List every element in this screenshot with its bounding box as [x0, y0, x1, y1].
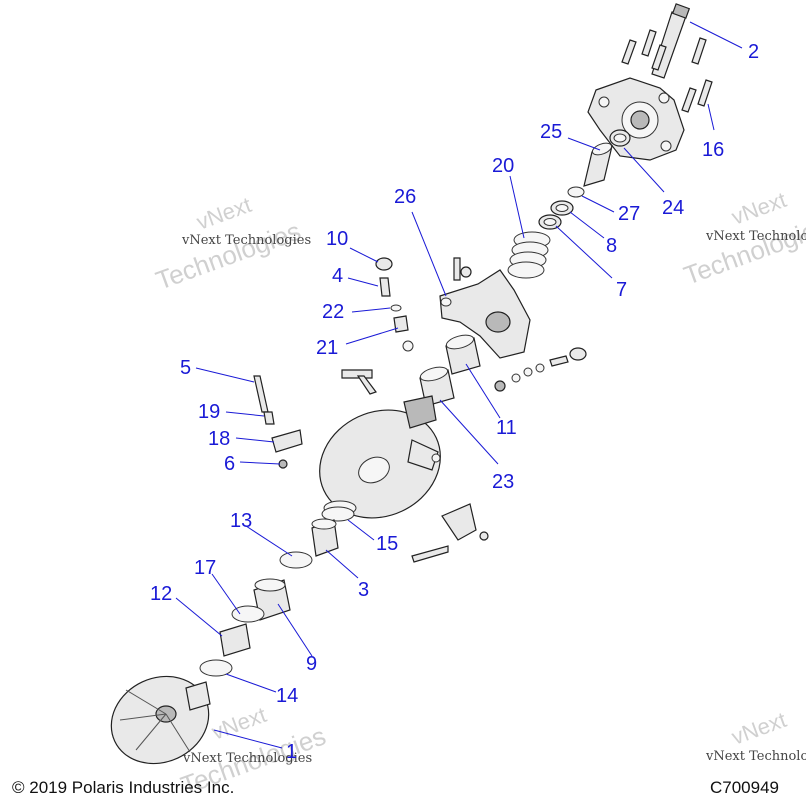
washer-part-7	[538, 214, 562, 230]
diagram-code: C700949	[710, 778, 780, 797]
ring-part-24	[609, 129, 631, 147]
callout-3: 3	[358, 579, 369, 601]
ring-part-12	[219, 623, 251, 657]
pin-part-5	[253, 375, 269, 413]
watermark-small-text: vNext Technologies	[181, 233, 311, 248]
washer-part-14	[199, 659, 233, 677]
callout-6: 6	[224, 453, 235, 475]
oring-part-27	[567, 186, 585, 198]
callout-8: 8	[606, 235, 617, 257]
roller-arm-part-26	[439, 257, 531, 359]
callout-20: 20	[492, 155, 514, 177]
watermark-left: vNext Technologies vNext Technologies	[152, 192, 311, 296]
callout-15: 15	[376, 533, 398, 555]
fixed-sheave-part-1	[110, 675, 211, 765]
callout-25: 25	[540, 121, 562, 143]
bolts-part-16	[681, 79, 713, 113]
pin-part-4	[379, 277, 391, 297]
spring-part-15	[321, 500, 357, 522]
callout-17: 17	[194, 557, 216, 579]
weight-part-18	[271, 429, 303, 453]
bushing-part-3	[311, 518, 339, 557]
watermark-large-text: Technologies	[152, 216, 305, 296]
callout-5: 5	[180, 357, 191, 379]
watermark-bottom-right: vNext vNext Technologies	[705, 707, 806, 764]
moveable-sheave	[319, 395, 441, 519]
callout-27: 27	[618, 203, 640, 225]
roller-part-19	[263, 411, 275, 425]
callout-2: 2	[748, 41, 759, 63]
bushing-part-9	[253, 578, 291, 621]
callout-4: 4	[332, 265, 343, 287]
watermark-small-text: vNext Technologies	[705, 229, 806, 244]
spring-part-20	[507, 231, 551, 279]
watermark-v-text: vNext	[208, 702, 269, 745]
watermark-v-text: vNext	[728, 707, 789, 750]
button-part-10	[375, 257, 393, 271]
callout-14: 14	[276, 685, 298, 707]
weight-arm	[411, 503, 489, 563]
watermark-v-text: vNext	[728, 187, 789, 230]
callout-21: 21	[316, 337, 338, 359]
watermark-small-text: vNext Technologies	[705, 749, 806, 764]
leader-lines	[175, 21, 743, 749]
callout-18: 18	[208, 428, 230, 450]
washer-part-22	[390, 304, 402, 312]
callout-22: 22	[322, 301, 344, 323]
callout-7: 7	[616, 279, 627, 301]
watermark-right: vNext Technologies vNext Technologies	[680, 187, 806, 291]
callout-26: 26	[394, 186, 416, 208]
callout-23: 23	[492, 471, 514, 493]
callout-19: 19	[198, 401, 220, 423]
callout-1: 1	[286, 741, 297, 763]
bushing-part-25	[583, 142, 613, 187]
roller-pins-right	[494, 347, 587, 392]
callout-labels: 2 16 25 24 20 26 27 8 7 10 4 22 21 5 19 …	[150, 41, 759, 763]
callout-13: 13	[230, 510, 252, 532]
watermark-small-text: vNext Technologies	[182, 751, 312, 766]
watermark-v-text: vNext	[193, 192, 254, 235]
callout-10: 10	[326, 228, 348, 250]
callout-9: 9	[306, 653, 317, 675]
tool-handle	[341, 369, 377, 395]
bolts-part-2	[621, 3, 707, 79]
callout-11: 11	[496, 417, 517, 439]
washer-part-8	[550, 200, 574, 216]
roller-part-21	[393, 315, 414, 352]
callout-12: 12	[150, 583, 172, 605]
ring-part-17	[231, 605, 265, 623]
callout-24: 24	[662, 197, 684, 219]
callout-16: 16	[702, 139, 724, 161]
copyright-notice: © 2019 Polaris Industries Inc.	[12, 778, 235, 797]
nut-part-6	[278, 459, 288, 469]
bushing-part-11	[445, 334, 481, 375]
ring-part-13	[279, 551, 313, 569]
